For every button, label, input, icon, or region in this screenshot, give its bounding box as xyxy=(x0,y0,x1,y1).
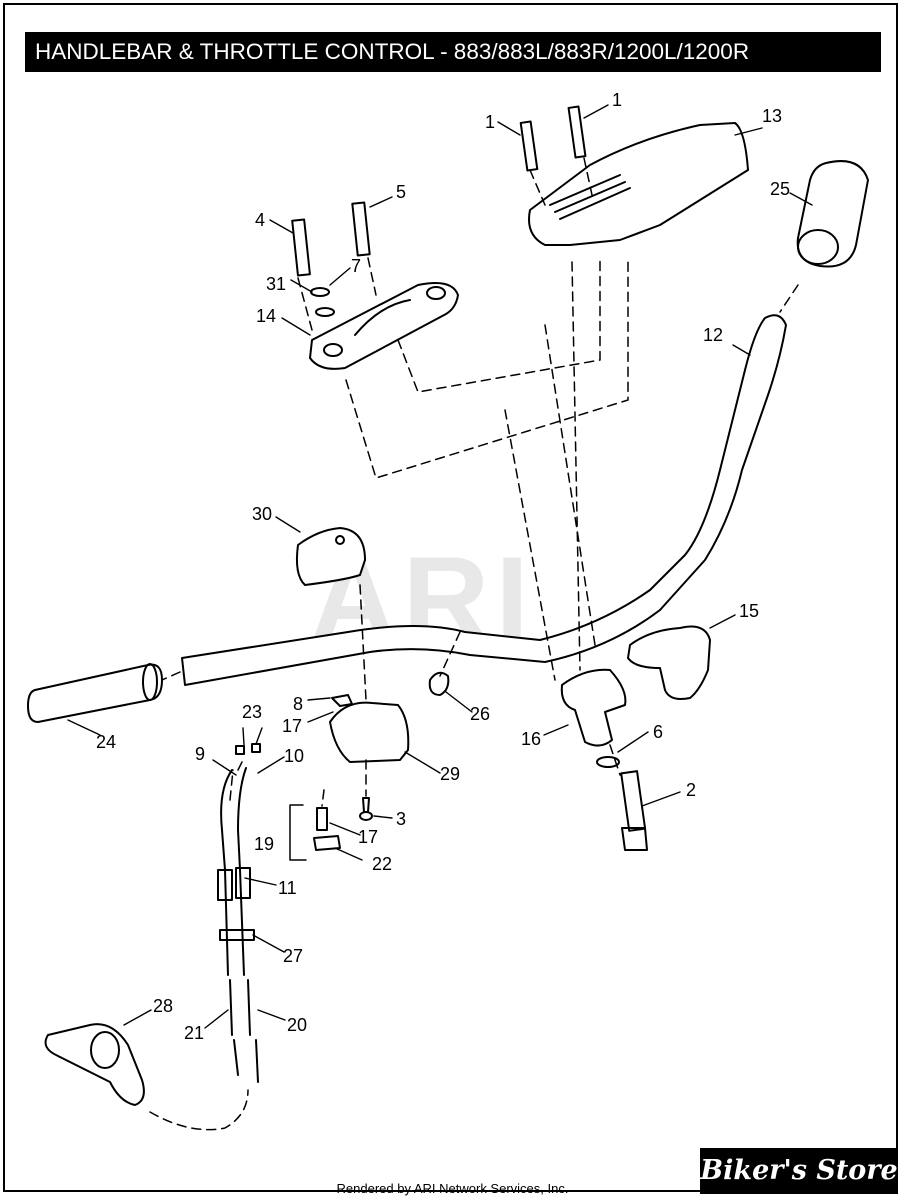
bolt-2 xyxy=(620,770,647,832)
switch-screw-hole xyxy=(335,535,345,545)
bracket-19 xyxy=(289,804,307,861)
assembly-guides xyxy=(149,157,799,1131)
screw-3 xyxy=(359,811,373,821)
sleeve-bore xyxy=(90,1031,120,1069)
cable-adjuster xyxy=(235,867,251,899)
switch-housing-lower xyxy=(329,701,410,763)
callout-4: 4 xyxy=(255,210,265,230)
callout-20: 20 xyxy=(287,1015,307,1035)
callout-25: 25 xyxy=(770,179,790,199)
callout-6: 6 xyxy=(653,722,663,742)
callout-29: 29 xyxy=(440,764,460,784)
callout-16: 16 xyxy=(521,729,541,749)
bolt-1 xyxy=(567,105,587,159)
left-grip xyxy=(27,663,163,723)
callout-27: 27 xyxy=(283,946,303,966)
cable-strap-27 xyxy=(219,929,255,941)
callout-19: 19 xyxy=(254,834,274,854)
bolt-5 xyxy=(351,201,371,257)
page-title: HANDLEBAR & THROTTLE CONTROL - 883/883L/… xyxy=(25,32,881,72)
clip-22 xyxy=(313,835,341,851)
cable-lower xyxy=(229,979,251,1036)
clamp-ridges xyxy=(549,174,631,220)
footer-credit: Rendered by ARI Network Services, Inc. xyxy=(336,1181,569,1196)
ferrule-23 xyxy=(251,743,261,753)
washer-31 xyxy=(310,287,330,297)
idle-cable xyxy=(237,767,247,976)
clamp-hole xyxy=(426,286,446,300)
callout-21: 21 xyxy=(184,1023,204,1043)
throttle-cable xyxy=(220,769,233,976)
callout-30: 30 xyxy=(252,504,272,524)
callout-2: 2 xyxy=(686,780,696,800)
callout-5: 5 xyxy=(396,182,406,202)
handlebar xyxy=(181,314,787,686)
callout-26: 26 xyxy=(470,704,490,724)
clamp-logo xyxy=(354,299,411,336)
ferrule-23 xyxy=(235,745,245,755)
callout-22: 22 xyxy=(372,854,392,874)
callout-8: 8 xyxy=(293,694,303,714)
washer-6 xyxy=(596,756,620,768)
callout-11: 11 xyxy=(278,878,297,898)
store-badge: Biker's Store xyxy=(700,1148,898,1194)
tension-spring-8 xyxy=(331,694,353,707)
callout-1: 1 xyxy=(485,112,495,132)
callout-1: 1 xyxy=(612,90,622,110)
clamp-hole xyxy=(323,343,343,357)
switch-housing-upper xyxy=(295,527,366,586)
callout-3: 3 xyxy=(396,809,406,829)
bolt-2-head xyxy=(621,827,648,851)
left-grip-end xyxy=(142,663,158,701)
callout-23: 23 xyxy=(242,702,262,722)
callout-10: 10 xyxy=(284,746,304,766)
screw-3-shank xyxy=(362,797,370,813)
cable-ends xyxy=(233,1039,259,1083)
bolt-1 xyxy=(519,120,539,172)
callout-13: 13 xyxy=(762,106,782,126)
washer-7 xyxy=(315,307,335,317)
screw-17 xyxy=(316,807,328,831)
callout-17: 17 xyxy=(282,716,302,736)
cable-clip-26 xyxy=(428,671,450,696)
callout-14: 14 xyxy=(256,306,276,326)
right-grip-end xyxy=(797,229,839,265)
callout-9: 9 xyxy=(195,744,205,764)
riser-15 xyxy=(627,625,711,700)
diagram-frame xyxy=(3,3,898,1192)
callout-17: 17 xyxy=(358,827,378,847)
callout-28: 28 xyxy=(153,996,173,1016)
callout-24: 24 xyxy=(96,732,116,752)
lower-clamp xyxy=(309,282,459,370)
callout-31: 31 xyxy=(266,274,286,294)
callout-15: 15 xyxy=(739,601,759,621)
bolt-4 xyxy=(291,218,311,277)
top-clamp xyxy=(528,122,749,246)
right-grip xyxy=(796,160,869,268)
riser-16 xyxy=(560,668,627,747)
cable-adjuster xyxy=(217,869,233,901)
callout-12: 12 xyxy=(703,325,723,345)
callout-7: 7 xyxy=(351,256,361,276)
leader-lines xyxy=(67,104,813,1029)
